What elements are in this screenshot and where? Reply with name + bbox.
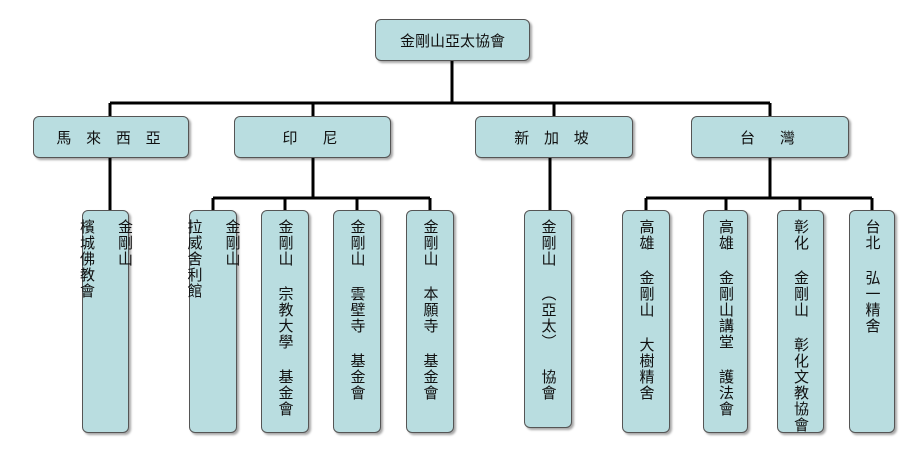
leaf-asia-pacific-association: 金剛山 （亞太） 協會 (524, 210, 572, 428)
region-singapore: 新 加 坡 (475, 116, 633, 158)
root-label: 金剛山亞太協會 (399, 31, 505, 50)
leaf-label: 台北 弘一精舍 (863, 219, 882, 334)
leaf-benyuan-temple: 金剛山 本願寺 基金會 (406, 210, 454, 433)
leaf-label: 高雄 金剛山 大樹精舍 (637, 219, 656, 401)
leaf-label: 金剛山 雲壁寺 基金會 (348, 219, 367, 401)
region-label: 印 尼 (282, 128, 343, 147)
leaf-label: 金剛山 檳城佛教會 (78, 219, 134, 299)
region-indonesia: 印 尼 (234, 116, 391, 158)
region-label: 新 加 坡 (514, 128, 594, 147)
region-label: 台 灣 (739, 128, 800, 147)
leaf-label: 高雄 金剛山講堂 護法會 (717, 219, 735, 417)
leaf-yunbi-temple: 金剛山 雲壁寺 基金會 (333, 210, 381, 433)
leaf-hongyi-vihara: 台北 弘一精舍 (849, 210, 895, 433)
root-node: 金剛山亞太協會 (375, 19, 530, 61)
region-taiwan: 台 灣 (691, 116, 849, 158)
leaf-label: 金剛山 （亞太） 協會 (539, 219, 558, 401)
leaf-label: 金剛山 本願寺 基金會 (421, 219, 440, 401)
leaf-label: 金剛山 宗教大學 基金會 (276, 219, 295, 417)
leaf-religious-university: 金剛山 宗教大學 基金會 (261, 210, 309, 433)
region-label: 馬 來 西 亞 (56, 128, 166, 147)
leaf-lawi: 金剛山 拉威舍利館 (186, 210, 242, 433)
leaf-kaohsiung-lecture-hall: 高雄 金剛山講堂 護法會 (703, 210, 748, 433)
leaf-changhua-association: 彰化 金剛山 彰化文教協會 (777, 210, 824, 433)
leaf-dashu-vihara: 高雄 金剛山 大樹精舍 (622, 210, 670, 433)
region-malaysia: 馬 來 西 亞 (33, 116, 189, 158)
leaf-label: 彰化 金剛山 彰化文教協會 (792, 219, 810, 433)
leaf-label: 金剛山 拉威舍利館 (185, 219, 242, 299)
leaf-penang: 金剛山 檳城佛教會 (78, 210, 134, 433)
